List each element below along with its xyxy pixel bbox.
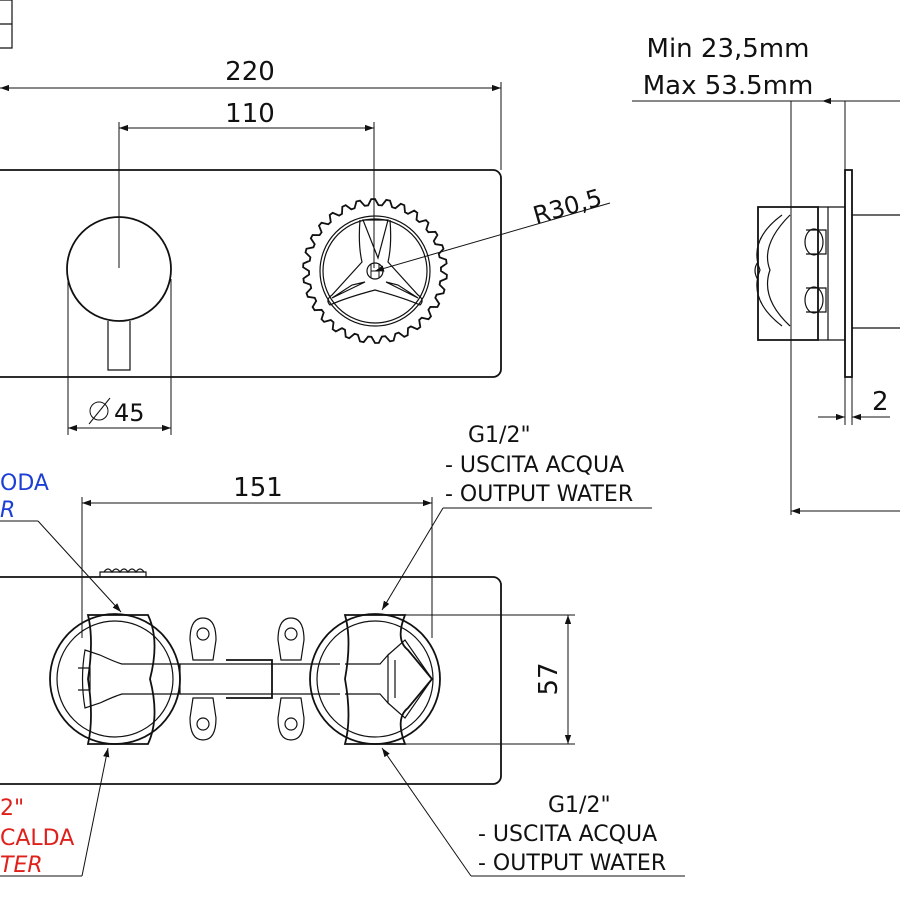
outlet-bottom-line1: G1/2"	[548, 793, 611, 818]
title-block-fragment	[0, 0, 13, 49]
hot-inlet-line3: TER	[0, 853, 43, 878]
outlet-top-line2: - USCITA ACQUA	[445, 453, 624, 478]
front-plate	[0, 169, 502, 378]
cold-inlet-callout: ODA R	[0, 471, 49, 523]
depth-max-label: Max 53.5mm	[643, 71, 814, 101]
outlet-bottom-line3: - OUTPUT WATER	[478, 851, 666, 876]
hot-inlet-callout: 2" CALDA TER	[0, 796, 74, 878]
hot-inlet-line1: 2"	[0, 796, 24, 821]
dimension-151-label: 151	[233, 473, 283, 503]
dimension-110-label: 110	[225, 99, 275, 129]
diameter-icon	[88, 397, 111, 425]
side-view: Min 23,5mm Max 53.5mm 2	[632, 34, 900, 515]
radius-callout: R30,5	[374, 184, 611, 272]
outlet-bottom-line2: - USCITA ACQUA	[478, 822, 657, 847]
dimension-57-label: 57	[534, 662, 564, 695]
dimension-2-label: 2	[872, 387, 889, 417]
outlet-top-line1: G1/2"	[468, 423, 531, 448]
dimension-110: 110	[118, 99, 375, 268]
cold-inlet-line2: R	[0, 498, 15, 523]
radius-label: R30,5	[530, 184, 605, 230]
wheel-handle	[302, 198, 448, 344]
cold-inlet-line1: ODA	[0, 471, 49, 496]
outlet-top-line3: - OUTPUT WATER	[445, 482, 633, 507]
mounting-ears	[189, 617, 305, 741]
dimension-220-label: 220	[225, 57, 275, 87]
hot-inlet-line2: CALDA	[0, 826, 74, 851]
dimension-220: 220	[0, 57, 502, 170]
round-knob: 45	[66, 216, 172, 435]
depth-min-label: Min 23,5mm	[647, 34, 810, 64]
front-view: 220 110 45	[0, 57, 611, 435]
outlet-bottom-callout: G1/2" - USCITA ACQUA - OUTPUT WATER	[478, 793, 666, 876]
dimension-diameter-label: 45	[114, 399, 145, 427]
right-valve	[309, 613, 441, 745]
rear-plate	[0, 576, 502, 785]
valve-view: 151 57	[0, 473, 685, 877]
left-valve	[49, 613, 181, 745]
outlet-top-callout: G1/2" - USCITA ACQUA - OUTPUT WATER	[445, 423, 633, 507]
